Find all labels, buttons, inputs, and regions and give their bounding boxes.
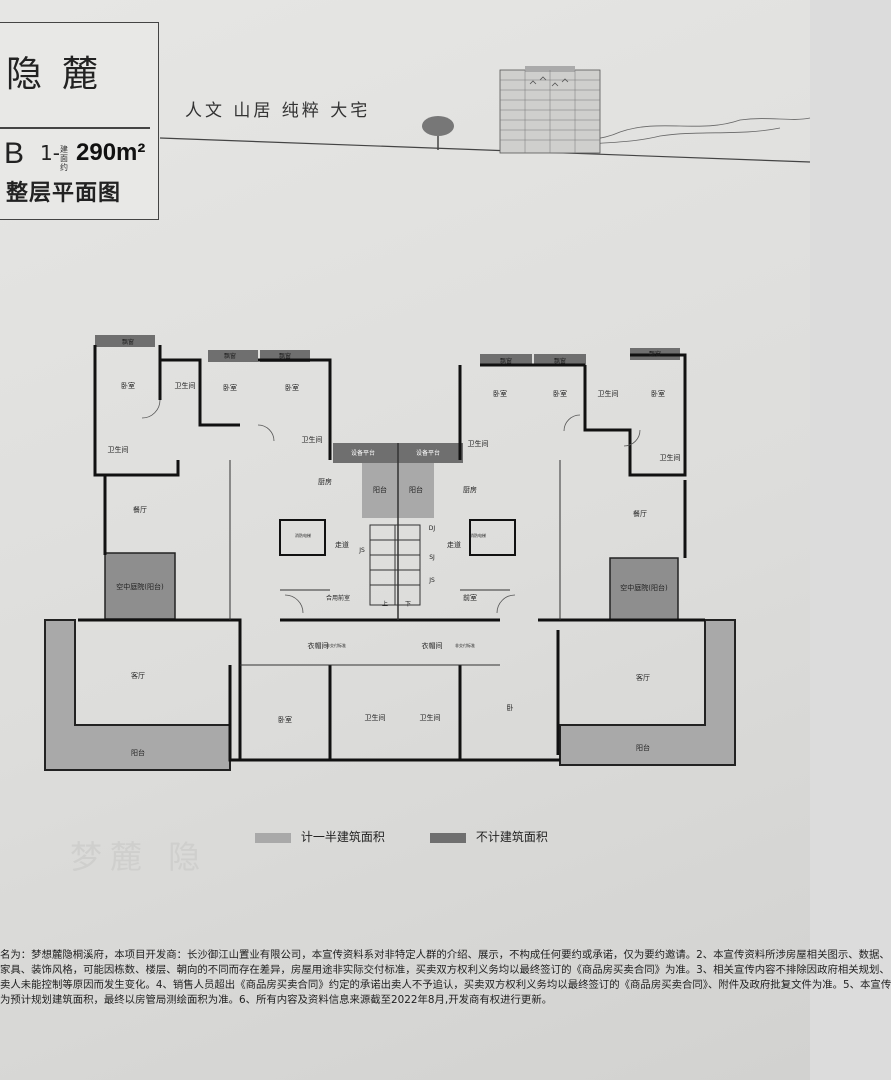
room-bath-7: 卫生间 [598,389,619,398]
room-bedroom-5: 卧室 [493,389,507,398]
room-shared-lobby: 合用前室 [326,594,350,602]
elevator-2: 消防电梯 [470,532,486,538]
room-bedroom-1: 卧室 [121,381,135,390]
area-value: 290m² [76,139,146,166]
shaft-js-1: JS [358,547,365,554]
shaft-dj: DJ [429,525,436,532]
note-2: 非交付标准 [455,642,475,648]
room-corridor-1: 走道 [335,540,349,549]
window-label-1: 飘窗 [122,338,134,346]
window-label-3: 飘窗 [279,352,291,360]
room-bedroom-2: 卧室 [223,383,237,392]
disclaimer-line-2: 家具、装饰风格，可能因栋数、楼层、朝向的不同而存在差异，房屋用途非实际交付标准，… [0,964,890,976]
note-1: 非交付标准 [326,642,346,648]
room-living-1: 客厅 [131,671,145,680]
room-kitchen-2: 厨房 [463,485,477,494]
building-icon [499,66,601,154]
stair-up: 上 [382,600,388,608]
legend-no-swatch [430,832,466,843]
title-box: 隐麓 B 1- 建面约 290m² 整层平面图 [0,22,159,220]
room-court-2: 空中庭院(阳台) [620,583,668,592]
shaft-js-2: JS [428,577,435,584]
floor-plan: 飘窗 卧室 卫生间 卫生间 飘窗 卧室 飘窗 卧室 卫生间 餐厅 空中庭院(阳台… [44,335,736,771]
room-equip-2: 设备平台 [416,449,440,457]
room-bath-2: 卫生间 [108,445,129,454]
room-bedroom-4: 卧室 [278,715,292,724]
room-dining-1: 餐厅 [133,505,147,514]
window-label-5: 飘窗 [554,357,566,365]
room-dining-2: 餐厅 [633,509,647,518]
room-bath-3: 卫生间 [302,435,323,444]
plan-title: 整层平面图 [6,181,122,206]
room-bath-8: 卫生间 [660,453,681,462]
stair-down: 下 [405,601,411,608]
window-label-2: 飘窗 [224,352,236,360]
window-label-4: 飘窗 [500,357,512,365]
room-closet-2: 衣帽间 [422,641,443,650]
room-bedroom-6: 卧室 [553,389,567,398]
legend-half-area: 计一半建筑面积 [255,828,385,844]
door-swings [141,399,641,614]
room-living-2: 客厅 [636,673,650,682]
disclaimer-text: 名为：梦想麓隐桐溪府，本项目开发商：长沙御江山置业有限公司，本宣传资料系对非特定… [0,948,891,1008]
elevator-1: 消防电梯 [295,532,311,538]
watermark-text: 梦麓 隐 [70,838,209,876]
room-labels: 飘窗 卧室 卫生间 卫生间 飘窗 卧室 飘窗 卧室 卫生间 餐厅 空中庭院(阳台… [108,338,681,757]
room-bedroom-short: 卧 [507,704,514,712]
unit-sub: 1- [40,141,60,165]
birds-icon [529,76,569,87]
slogan: 人文 山居 纯粹 大宅 [185,101,371,121]
room-kitchen-1: 厨房 [318,477,332,486]
legend-no-label: 不计建筑面积 [475,830,548,844]
room-balcony-4: 阳台 [636,743,650,752]
area-note: 建面约 [60,145,68,172]
tree-icon [422,116,454,150]
room-corridor-2: 走道 [447,540,461,549]
room-bath-1: 卫生间 [175,381,196,390]
unit-type: B [4,137,25,170]
disclaimer-line-3: 卖人未能控制等原因而发生变化。4、销售人员超出《商品房买卖合同》约定的承诺出卖人… [0,979,891,991]
legend-no-area: 不计建筑面积 [430,828,548,844]
thin-walls [229,443,561,666]
room-closet-1: 衣帽间 [308,641,329,650]
disclaimer-line-4: 为预计规划建筑面积，最终以房管局测绘面积为准。6、所有内容及资料信息来源截至20… [0,994,553,1006]
room-bath-4: 卫生间 [365,713,386,722]
window-label-6: 飘窗 [649,350,661,358]
landscape-illustration [159,66,811,163]
title-divider [0,127,150,129]
room-balcony-1: 阳台 [131,748,145,757]
shaft-sj: SJ [429,554,435,561]
room-balcony-2: 阳台 [373,485,387,494]
legend-half-label: 计一半建筑面积 [300,830,385,844]
balcony-areas [44,335,736,771]
room-balcony-3: 阳台 [409,485,423,494]
walls [78,345,705,762]
room-bath-6: 卫生间 [468,439,489,448]
legend-half-swatch [255,832,291,843]
disclaimer-line-1: 名为：梦想麓隐桐溪府，本项目开发商：长沙御江山置业有限公司，本宣传资料系对非特定… [0,949,890,961]
project-name: 隐麓 [6,54,119,95]
room-bath-5: 卫生间 [420,713,441,722]
room-bedroom-7: 卧室 [651,389,665,398]
room-court-1: 空中庭院(阳台) [116,582,164,591]
room-equip-1: 设备平台 [351,449,375,457]
room-lobby: 前室 [463,593,477,602]
room-bedroom-3: 卧室 [285,383,299,392]
